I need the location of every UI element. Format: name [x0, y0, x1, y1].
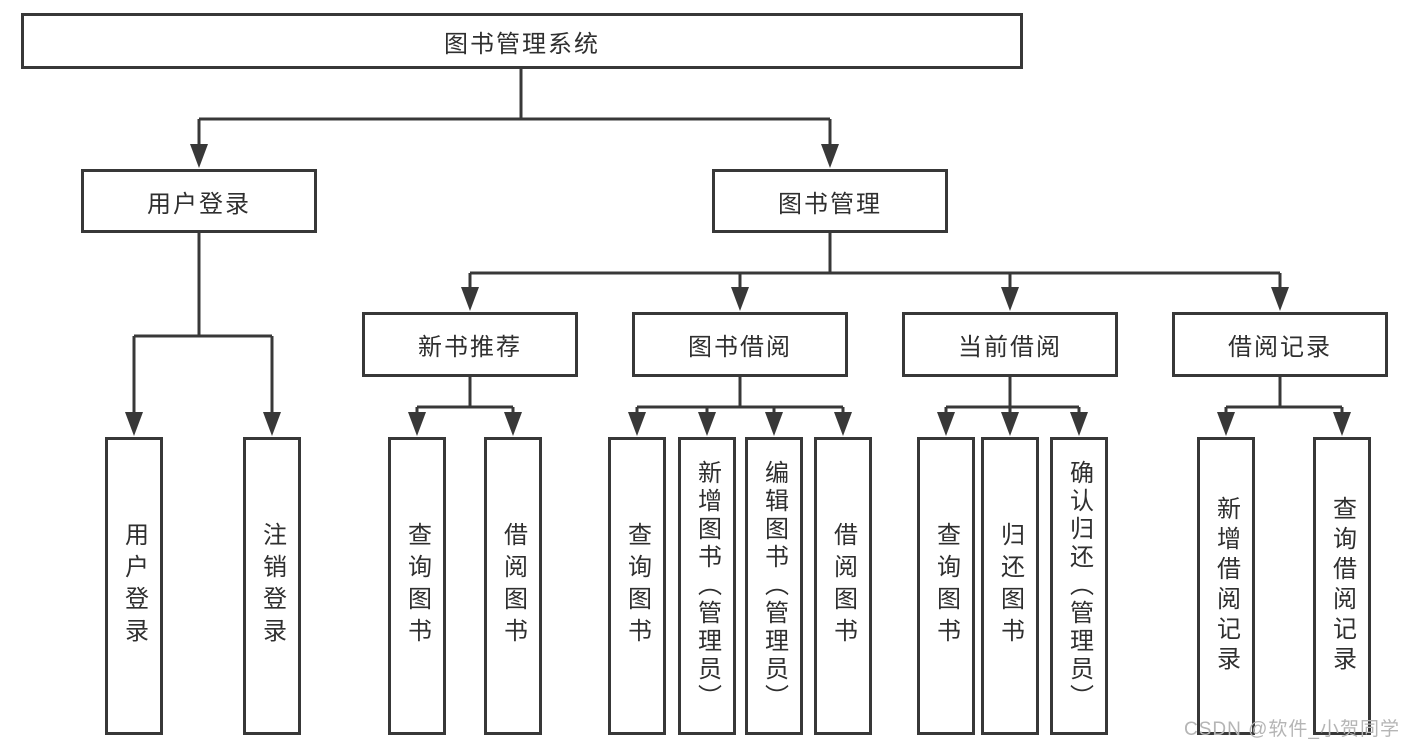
leaf-query-book-3: 查询图书: [917, 437, 975, 735]
leaf-add-book: 新增图书（管理员）: [678, 437, 736, 735]
watermark: CSDN @软件_小贺同学: [1184, 719, 1400, 740]
leaf-borrow-book-1: 借阅图书: [484, 437, 542, 735]
leaf-add-record-label: 新增借阅记录: [1212, 496, 1240, 676]
leaf-query-record-label: 查询借阅记录: [1328, 496, 1356, 676]
leaf-query-book-2: 查询图书: [608, 437, 666, 735]
leaf-return-book-label: 归还图书: [996, 522, 1024, 650]
leaf-query-book-2-label: 查询图书: [623, 522, 651, 650]
node-current-borrow: 当前借阅: [902, 312, 1118, 377]
node-root: 图书管理系统: [21, 13, 1023, 69]
leaf-query-book-1: 查询图书: [388, 437, 446, 735]
node-user-login-label: 用户登录: [147, 190, 251, 218]
leaf-add-record: 新增借阅记录: [1197, 437, 1255, 735]
node-user-login: 用户登录: [81, 169, 317, 233]
leaf-query-book-1-label: 查询图书: [403, 522, 431, 650]
leaf-logout-label: 注销登录: [258, 522, 286, 650]
leaf-borrow-book-1-label: 借阅图书: [499, 522, 527, 650]
leaf-user-login: 用户登录: [105, 437, 163, 735]
leaf-edit-book: 编辑图书（管理员）: [745, 437, 803, 735]
node-book-borrow-label: 图书借阅: [688, 334, 792, 361]
leaf-borrow-book-2-label: 借阅图书: [829, 522, 857, 650]
node-root-label: 图书管理系统: [444, 30, 600, 58]
node-current-borrow-label: 当前借阅: [958, 334, 1062, 361]
node-book-mgmt: 图书管理: [712, 169, 948, 233]
leaf-user-login-label: 用户登录: [120, 522, 148, 650]
node-borrow-records: 借阅记录: [1172, 312, 1388, 377]
node-borrow-records-label: 借阅记录: [1228, 334, 1332, 361]
node-book-mgmt-label: 图书管理: [778, 190, 882, 218]
leaf-borrow-book-2: 借阅图书: [814, 437, 872, 735]
node-book-borrow: 图书借阅: [632, 312, 848, 377]
leaf-confirm-return-label: 确认归还（管理员）: [1065, 460, 1093, 712]
node-new-book-rec-label: 新书推荐: [418, 334, 522, 361]
leaf-add-book-label: 新增图书（管理员）: [693, 460, 721, 712]
node-new-book-rec: 新书推荐: [362, 312, 578, 377]
leaf-edit-book-label: 编辑图书（管理员）: [760, 460, 788, 712]
leaf-return-book: 归还图书: [981, 437, 1039, 735]
leaf-query-book-3-label: 查询图书: [932, 522, 960, 650]
leaf-confirm-return: 确认归还（管理员）: [1050, 437, 1108, 735]
leaf-logout: 注销登录: [243, 437, 301, 735]
leaf-query-record: 查询借阅记录: [1313, 437, 1371, 735]
